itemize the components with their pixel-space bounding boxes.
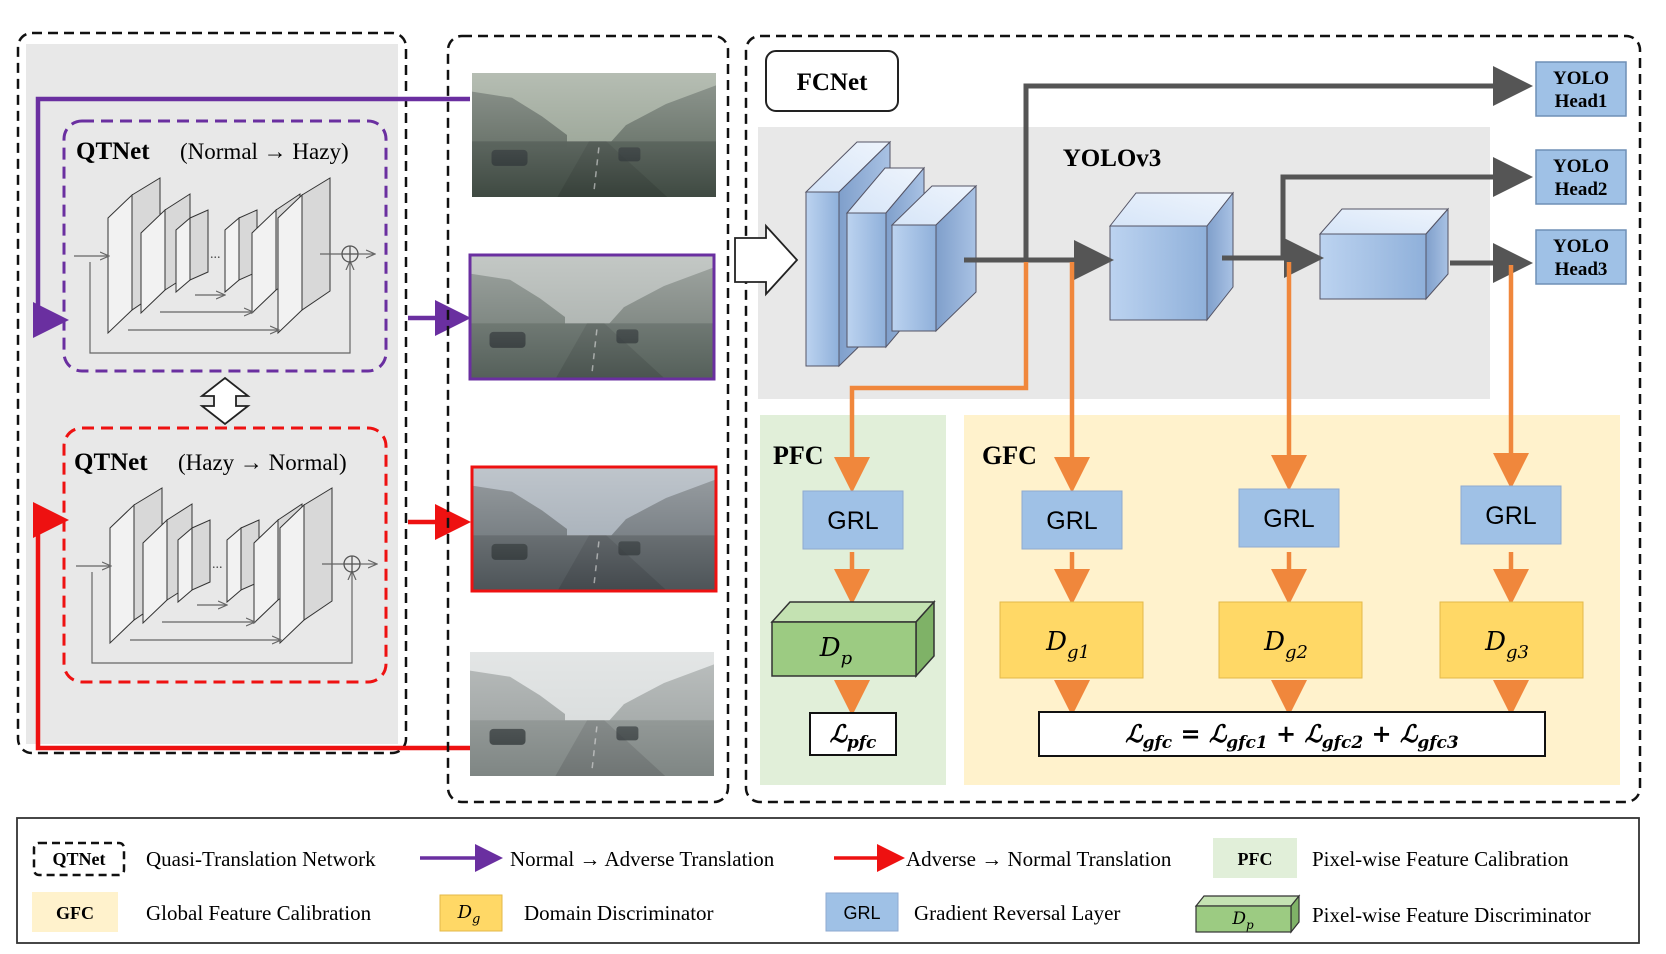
gfc-grl-1: GRL	[1021, 490, 1123, 550]
gfc-grl-3-label: GRL	[1485, 502, 1537, 530]
svg-text:Dp: Dp	[819, 633, 853, 669]
swap-double-arrow	[199, 376, 251, 426]
photo-stack	[470, 73, 716, 776]
head2-line2: Head2	[1555, 179, 1608, 200]
legend-qtnet-desc: Quasi-Translation Network	[146, 847, 376, 871]
fcnet-title-box	[765, 50, 899, 112]
svg-text:Dg2: Dg2	[1263, 627, 1308, 663]
head3-line1: YOLO	[1553, 236, 1609, 257]
gfc-grl-2: GRL	[1238, 488, 1340, 548]
photo-frame-purple	[468, 253, 716, 381]
qtnet-bottom-direction: (Hazy → Normal)	[178, 450, 347, 475]
legend-grl-desc: Gradient Reversal Layer	[914, 901, 1120, 925]
feature-cube-2	[1318, 207, 1450, 301]
legend-gfc-swatch	[32, 892, 118, 932]
qtnet-top-ellipsis: ...	[210, 247, 221, 262]
yolo-head-2: YOLO Head2	[1535, 149, 1627, 205]
legend-purple-desc: Normal → Adverse Translation	[510, 847, 775, 871]
qtnet-top-layers: ...	[74, 177, 374, 354]
legend-dp-sub: p	[1246, 918, 1254, 932]
feature-cube-1	[1108, 191, 1235, 322]
qtnet-top-name: QTNet	[76, 138, 150, 165]
gfc-loss-box: ℒgfc = ℒgfc1 + ℒgfc2 + ℒgfc3	[1038, 711, 1546, 757]
legend-dp-main: D	[1231, 909, 1246, 929]
svg-text:Dg1: Dg1	[1045, 627, 1090, 663]
red-input-arrow	[33, 502, 470, 751]
legend-pfc-desc: Pixel-wise Feature Calibration	[1312, 847, 1569, 871]
photo-3	[472, 467, 716, 591]
pfc-grl-box: GRL	[802, 490, 904, 550]
pfc-loss-sub: pfc	[847, 733, 877, 753]
photo-frame-red	[470, 465, 718, 593]
input-arrow	[734, 223, 799, 297]
gfc-grl-2-label: GRL	[1263, 505, 1315, 533]
qtnet-bottom-layers: ...	[76, 487, 376, 664]
legend: QTNet Quasi-Translation Network Normal →…	[16, 817, 1640, 944]
pfc-loss-box: ℒpfc	[809, 712, 897, 756]
dg1-sub: g1	[1067, 642, 1090, 663]
head3-line2: Head3	[1555, 259, 1608, 280]
legend-grl-key: GRL	[843, 903, 880, 923]
dg3-main: D	[1484, 627, 1506, 657]
gfc-grl-1-label: GRL	[1046, 507, 1098, 535]
qtnet-bottom-ellipsis: ...	[212, 557, 223, 572]
svg-text:Dg: Dg	[457, 902, 481, 927]
purple-input-arrow	[33, 96, 470, 338]
gfc-loss-equation: ℒgfc = ℒgfc1 + ℒgfc2 + ℒgfc3	[1125, 719, 1459, 753]
legend-dg-main: D	[457, 902, 473, 923]
legend-gfc-desc: Global Feature Calibration	[146, 901, 372, 925]
gfc-title: GFC	[982, 441, 1037, 470]
head1-line1: YOLO	[1553, 68, 1609, 89]
fcnet-panel: FCNet YOLOv3	[734, 34, 1642, 804]
dg2-sub: g2	[1285, 642, 1308, 663]
photo-4	[470, 652, 714, 776]
pfc-loss-symbol: ℒ	[830, 719, 849, 748]
gfc-grl-3: GRL	[1460, 485, 1562, 545]
legend-pfc-key: PFC	[1238, 849, 1273, 869]
legend-dp-swatch: Dp	[1194, 894, 1301, 934]
dp-main: D	[819, 633, 841, 663]
gfc-discriminator-1: Dg1	[999, 601, 1144, 679]
gfc-discriminator-3: Dg3	[1439, 601, 1584, 679]
legend-dg-swatch	[439, 894, 503, 932]
legend-pfc-swatch	[1213, 838, 1297, 878]
dg2-main: D	[1263, 627, 1285, 657]
qtnet-top-direction: (Normal → Hazy)	[180, 139, 349, 164]
backbone-layers	[804, 140, 978, 368]
head2-line1: YOLO	[1553, 156, 1609, 177]
gfc-discriminator-2: Dg2	[1218, 601, 1363, 679]
qtnet-bottom-name: QTNet	[74, 449, 148, 476]
pfc-grl-label: GRL	[827, 507, 879, 535]
dp-sub: p	[841, 648, 853, 669]
images-panel	[446, 34, 730, 804]
svg-text:ℒpfc: ℒpfc	[830, 719, 877, 753]
backbone-arrows	[964, 66, 1533, 283]
qtnet-normal-to-hazy: QTNet (Normal → Hazy) ...	[62, 119, 388, 373]
yolo-head-3: YOLO Head3	[1535, 229, 1627, 285]
legend-dg-desc: Domain Discriminator	[524, 901, 714, 925]
legend-gfc-key: GFC	[56, 903, 94, 923]
svg-text:Dg3: Dg3	[1484, 627, 1529, 663]
pfc-discriminator: Dp	[770, 600, 936, 678]
head1-line2: Head1	[1555, 91, 1608, 112]
photo-1	[472, 73, 716, 197]
yolov3-label: YOLOv3	[1063, 145, 1162, 172]
svg-text:Dp: Dp	[1231, 909, 1254, 932]
calibration-arrows	[834, 262, 1529, 716]
photo-2	[470, 255, 714, 379]
qtnet-hazy-to-normal: QTNet (Hazy → Normal) ...	[62, 426, 388, 684]
yolo-head-1: YOLO Head1	[1535, 61, 1627, 117]
qtnet-panel: QTNet (Normal → Hazy) ...	[16, 31, 471, 755]
pfc-title: PFC	[773, 441, 824, 470]
legend-grl-swatch	[825, 892, 899, 932]
legend-qtnet-swatch	[32, 841, 126, 877]
dg3-sub: g3	[1506, 642, 1529, 663]
legend-dp-desc: Pixel-wise Feature Discriminator	[1312, 903, 1591, 927]
legend-red-desc: Adverse → Normal Translation	[906, 847, 1172, 871]
legend-qtnet-key: QTNet	[53, 849, 106, 869]
legend-dg-sub: g	[472, 912, 480, 927]
dg1-main: D	[1045, 627, 1067, 657]
fcnet-title: FCNet	[797, 69, 868, 96]
